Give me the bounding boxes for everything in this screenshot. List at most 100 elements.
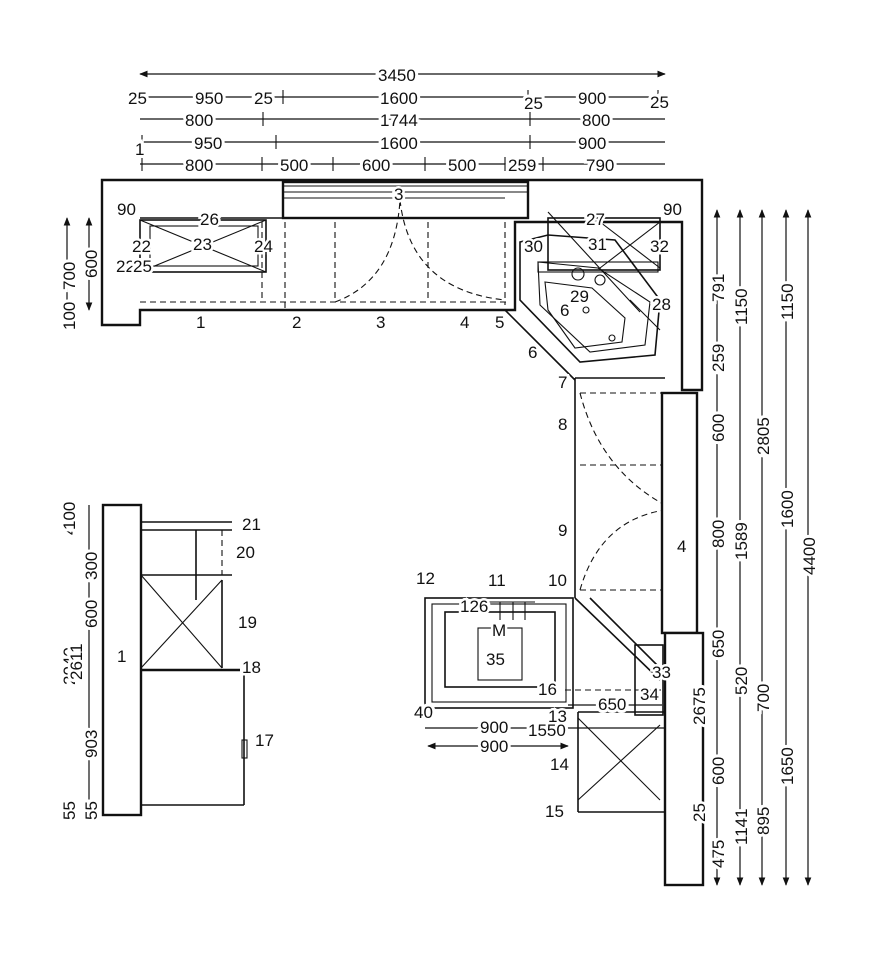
elev-dim-300: 300 [82,552,101,580]
label-30: 30 [524,237,543,256]
dim-1589: 1589 [732,522,751,560]
dim-r2-800a: 800 [185,111,213,130]
dim-2805: 2805 [754,417,773,455]
label-29: 29 [570,287,589,306]
dim-r4-259: 259 [508,156,536,175]
label-25: 25 [133,257,152,276]
label-7: 7 [558,373,567,392]
label-28: 28 [652,295,671,314]
label-1: 1 [196,313,205,332]
label-26: 26 [200,210,219,229]
top-run-cabinets [139,199,576,381]
dim-3450: 3450 [378,66,416,85]
dim-r1-25d: 25 [650,93,669,112]
elev-dim-100: 100 [60,502,79,530]
label-25-right: 25 [690,803,709,822]
label-33: 33 [652,663,671,682]
dim-650-right: 650 [709,630,728,658]
dim-1150-a: 1150 [732,288,751,325]
dim-700: 700 [60,262,79,290]
top-dimensions: 3450 25 950 25 1600 25 900 25 800 1744 8… [125,63,672,178]
dim-r3-1600: 1600 [380,134,418,153]
label-3-top: 3 [394,185,403,204]
label-17: 17 [255,731,274,750]
dim-1650: 1650 [778,747,797,785]
dim-800-right: 800 [709,520,728,548]
label-27: 27 [586,210,605,229]
dim-600-right-b: 600 [709,757,728,785]
elev-dim-903: 903 [82,730,101,758]
label-22: 22 [132,237,151,256]
label-8: 8 [558,415,567,434]
label-5: 5 [495,313,504,332]
dim-r4-600: 600 [362,156,390,175]
dim-895: 895 [754,807,773,835]
dim-r1-25c: 25 [524,94,543,113]
dim-700-right: 700 [754,684,773,712]
item-numbers: 90 90 26 22 23 24 225 25 3 1 2 3 4 5 27 … [114,183,712,825]
island-hob [424,597,574,709]
elev-dim-2040: 2040 [60,647,79,685]
dim-r1-25a: 25 [128,89,147,108]
right-dimensions: 791 259 600 800 650 2675 600 475 1150 15… [687,209,822,886]
dim-r4-500b: 500 [448,156,476,175]
dim-r2-800b: 800 [582,111,610,130]
dim-r4-790: 790 [586,156,614,175]
label-elev-1: 1 [117,647,126,666]
dim-900-b: 900 [480,737,508,756]
label-4-right: 4 [677,537,686,556]
left-dimensions: 700 600 100 400 100 300 600 2040 2611 90… [57,217,104,823]
label-10: 10 [548,571,567,590]
dim-600-right-a: 600 [709,414,728,442]
dim-1141: 1141 [732,808,751,845]
dim-475: 475 [709,840,728,868]
bottom-dimensions: 900 1550 900 650 40 [411,692,665,759]
dim-r1-900: 900 [578,89,606,108]
dim-r3-950: 950 [194,134,222,153]
label-126: 126 [460,597,488,616]
dim-4400: 4400 [800,537,819,575]
dim-791: 791 [709,274,728,302]
dim-40: 40 [414,703,433,722]
elev-dim-2611: 2611 [67,643,86,680]
label-20: 20 [236,543,255,562]
dim-r1-25b: 25 [254,89,273,108]
dim-r2-1744: 1744 [380,111,418,130]
dim-259-right: 259 [709,344,728,372]
label-90-left: 90 [117,200,136,219]
label-31: 31 [588,235,607,254]
corner-sink [519,211,661,363]
label-2: 2 [292,313,301,332]
dim-650-bottom: 650 [598,695,626,714]
dim-520: 520 [732,667,751,695]
label-18: 18 [242,658,261,677]
dim-1550: 1550 [528,721,566,740]
dim-r1-1600: 1600 [380,89,418,108]
elev-dim-400: 400 [60,507,79,535]
label-24: 24 [254,237,273,256]
dim-1600-right: 1600 [778,490,797,528]
label-9: 9 [558,521,567,540]
label-35: 35 [486,650,505,669]
label-3: 3 [376,313,385,332]
dim-r4-800: 800 [185,156,213,175]
label-6: 6 [528,343,537,362]
dim-r4-500a: 500 [280,156,308,175]
elev-dim-600: 600 [82,600,101,628]
elev-dim-55a: 55 [60,801,79,820]
label-32: 32 [650,237,669,256]
label-225: 225 [116,257,144,276]
label-90-right: 90 [663,200,682,219]
label-16: 16 [538,680,557,699]
label-14: 14 [550,755,569,774]
label-4: 4 [460,313,469,332]
elev-dim-55b: 55 [82,801,101,820]
label-12: 12 [416,569,435,588]
top-wall [100,178,704,392]
dim-600-left: 600 [82,250,101,278]
dim-r3-900: 900 [578,134,606,153]
dim-100: 100 [60,302,79,330]
left-elevation [101,503,248,817]
dim-r3-1: 1 [135,140,144,159]
dim-1150-b: 1150 [778,283,797,320]
